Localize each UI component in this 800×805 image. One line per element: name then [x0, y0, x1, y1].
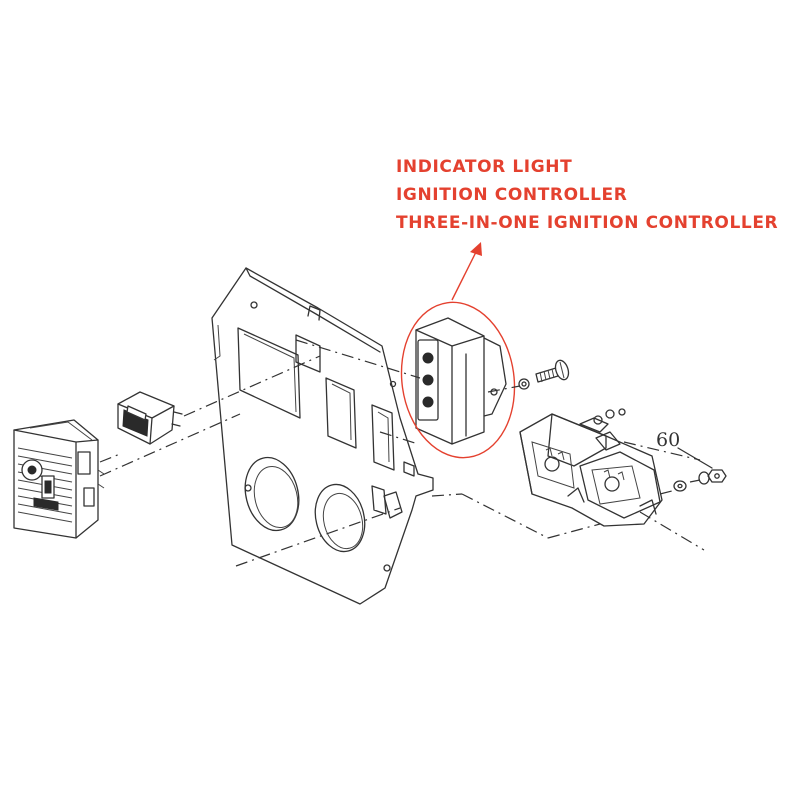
screw-and-washer — [518, 359, 570, 390]
outlet-face-left — [531, 441, 575, 489]
part-number-label: 60 — [656, 429, 680, 451]
callout-line-indicator-light: INDICATOR LIGHT — [396, 157, 573, 177]
outlet-face-right — [591, 465, 641, 505]
panel-oval-cutout-left — [244, 456, 300, 532]
panel-cutout-right — [371, 404, 395, 471]
callout-line-three-in-one-controller: THREE-IN-ONE IGNITION CONTROLLER — [396, 213, 779, 233]
mounting-panel — [211, 267, 434, 605]
rocker-switch — [117, 391, 183, 445]
highlight-ellipse — [400, 301, 516, 459]
panel-oval-cutout-right — [314, 483, 366, 553]
outlet-hardware — [673, 469, 727, 492]
callout-arrow — [451, 247, 479, 301]
ignition-switch — [13, 419, 105, 539]
callout-arrowhead-icon — [470, 242, 482, 256]
controller-terminal-column — [417, 339, 439, 421]
part-number-leader — [677, 447, 713, 469]
dual-outlet-assembly — [519, 408, 663, 527]
panel-cutout-large — [237, 327, 301, 419]
callout-line-ignition-controller: IGNITION CONTROLLER — [396, 185, 628, 205]
panel-cutout-mid — [325, 377, 357, 449]
three-in-one-ignition-controller — [415, 317, 507, 445]
panel-cutout-small — [295, 334, 321, 373]
assembly-lines — [99, 339, 705, 567]
callout-highlight — [400, 242, 516, 459]
